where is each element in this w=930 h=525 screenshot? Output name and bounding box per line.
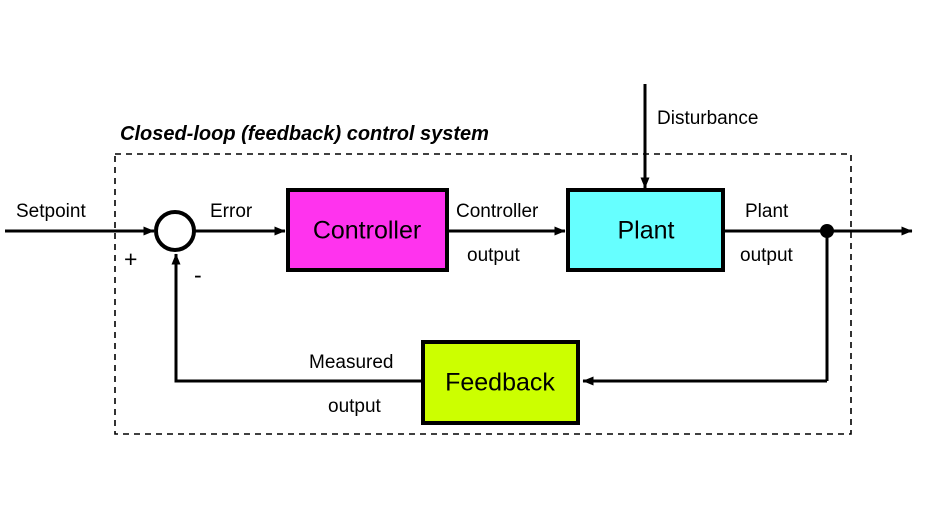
plant-output-label-line1: Plant: [745, 201, 789, 222]
controller-output-label-line2: output: [467, 245, 521, 266]
diagram-title: Closed-loop (feedback) control system: [120, 123, 489, 145]
disturbance-label: Disturbance: [657, 108, 758, 129]
summing-junction: [154, 210, 196, 252]
setpoint-label: Setpoint: [16, 201, 86, 222]
measured-output-label-line2: output: [328, 396, 382, 417]
plant-output-label-line2: output: [740, 245, 794, 266]
controller-output-label-line1: Controller: [456, 201, 539, 222]
feedback-block[interactable]: [421, 340, 580, 425]
measured-output-label-line1: Measured: [309, 352, 394, 373]
error-label: Error: [210, 201, 253, 222]
measured-output-wire: [171, 253, 423, 383]
controller-block-label: Controller: [313, 217, 421, 245]
system-boundary: [114, 153, 852, 435]
summing-junction-minus-sign: -: [194, 262, 202, 288]
summing-junction-plus-sign: +: [124, 246, 137, 272]
feedback-block-label: Feedback: [445, 369, 555, 397]
plant-block-label: Plant: [618, 217, 675, 245]
